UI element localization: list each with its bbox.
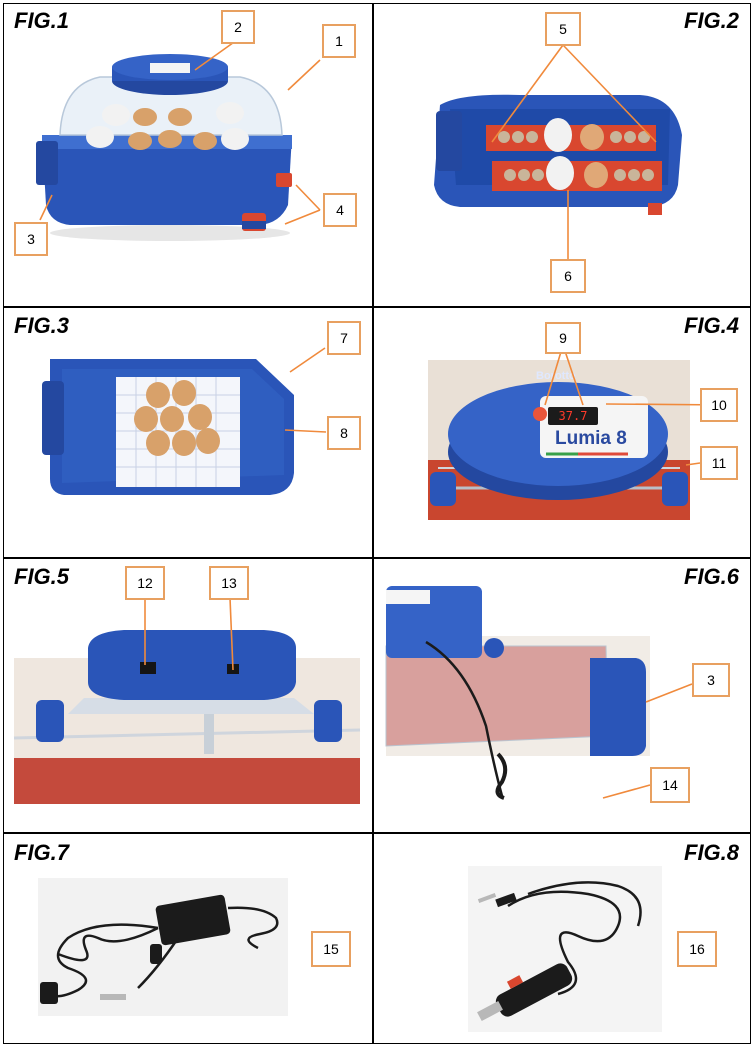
- control-unit-sockets-photo: [13, 630, 361, 804]
- column-divider: [372, 4, 374, 1043]
- row-divider: [4, 832, 750, 834]
- callout-label: 1: [322, 24, 356, 58]
- callout-label: 10: [700, 388, 738, 422]
- callout-label: 3: [692, 663, 730, 697]
- callout-label: 15: [311, 931, 351, 967]
- callout-label: 5: [545, 12, 581, 46]
- mains-power-adapter-photo: [38, 878, 288, 1016]
- product-name-logo: Lumia 8: [555, 428, 627, 449]
- incubator-assembled-photo: [36, 54, 292, 241]
- callout-label: 4: [323, 193, 357, 227]
- figure-title-7: FIG.7: [14, 840, 70, 865]
- callout-label: 9: [545, 322, 581, 354]
- callout-label: 8: [327, 416, 361, 450]
- figure-title-5: FIG.5: [14, 564, 70, 589]
- callout-label: 7: [327, 321, 361, 355]
- figure-title-3: FIG.3: [14, 313, 70, 338]
- control-unit-photo: [428, 360, 690, 520]
- car-power-adapter-photo: [468, 866, 662, 1032]
- temperature-display: 37.7: [548, 407, 598, 425]
- callout-label: 16: [677, 931, 717, 967]
- figure-title-8: FIG.8: [684, 840, 740, 865]
- callout-label: 12: [125, 566, 165, 600]
- callout-label: 6: [550, 259, 586, 293]
- callout-label: 11: [700, 446, 738, 480]
- row-divider: [4, 557, 750, 559]
- figure-grid: [3, 3, 751, 1044]
- row-divider: [4, 306, 750, 308]
- callout-label: 3: [14, 222, 48, 256]
- callout-label: 2: [221, 10, 255, 44]
- callout-label: 14: [650, 767, 690, 803]
- brand-logo: Borotto: [536, 370, 576, 382]
- power-cable-connected-photo: [385, 586, 650, 800]
- callout-label: 13: [209, 566, 249, 600]
- incubator-base-trays-photo: [434, 94, 682, 215]
- figure-title-6: FIG.6: [684, 564, 740, 589]
- incubator-base-grid-photo: [42, 359, 294, 495]
- figure-title-1: FIG.1: [14, 8, 70, 33]
- figure-title-4: FIG.4: [684, 313, 740, 338]
- figure-title-2: FIG.2: [684, 8, 740, 33]
